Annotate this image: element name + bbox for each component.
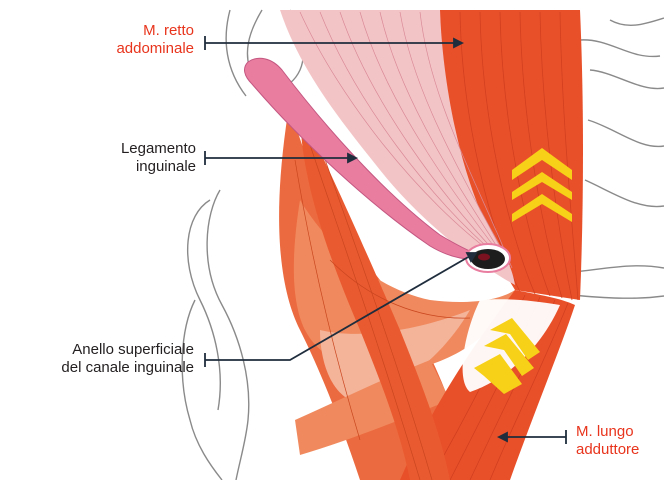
label-line: Legamento [121, 140, 196, 158]
label-line: adduttore [576, 441, 639, 459]
label-superficial-ring: Anello superficiale del canale inguinale [61, 341, 194, 377]
label-line: Anello superficiale [61, 341, 194, 359]
label-line: M. retto [116, 22, 194, 40]
label-line: inguinale [121, 158, 196, 176]
label-rectus-abdominis: M. retto addominale [116, 22, 194, 58]
label-line: addominale [116, 40, 194, 58]
label-line: M. lungo [576, 423, 639, 441]
label-line: del canale inguinale [61, 359, 194, 377]
label-adductor-longus: M. lungo adduttore [576, 423, 639, 459]
label-inguinal-ligament: Legamento inguinale [121, 140, 196, 176]
ring-inner [478, 254, 490, 261]
